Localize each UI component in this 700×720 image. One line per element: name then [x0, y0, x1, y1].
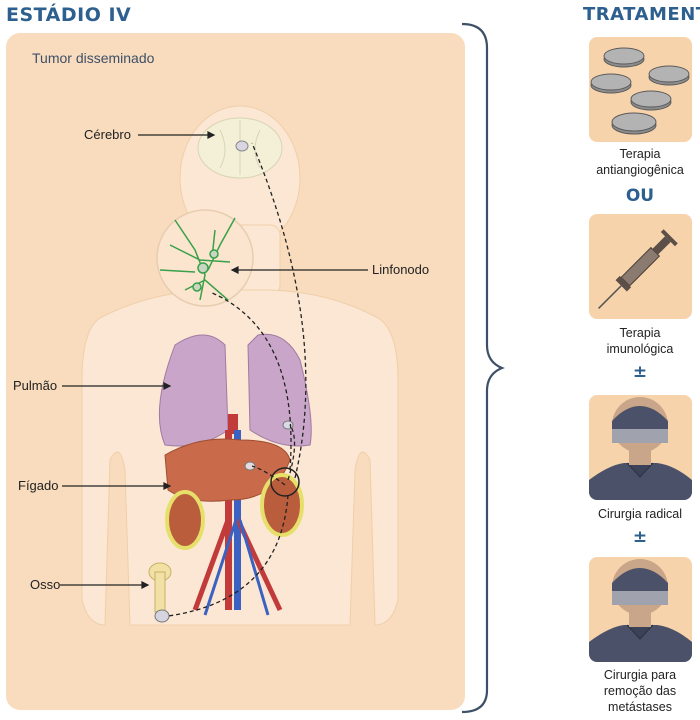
label-liver: Fígado: [18, 478, 59, 493]
vessels: [192, 414, 283, 616]
label-brain: Cérebro: [84, 127, 131, 142]
label-leaders: [60, 131, 368, 589]
treatment-label-3: Cirurgia radical: [597, 507, 683, 521]
brain-organ: [197, 117, 283, 179]
separator-or: OU: [625, 186, 655, 206]
label-lymph-node: Linfonodo: [372, 262, 430, 277]
lymph-network: [156, 209, 254, 307]
panel-subtitle: Tumor disseminado: [32, 50, 155, 66]
surgeon-icon: [589, 397, 692, 500]
syringe-icon: [598, 229, 678, 309]
separator-plus-minus-2: ±: [632, 527, 648, 547]
pills-icon: [590, 47, 690, 135]
surgeon-icon: [589, 559, 692, 662]
treatment-title: TRATAMENTO: [583, 4, 700, 25]
label-bone: Osso: [30, 577, 61, 592]
treatment-tile-immunotherapy: [589, 214, 692, 319]
grouping-brace: [461, 22, 505, 714]
liver-organ: [164, 438, 291, 502]
label-lung: Pulmão: [13, 378, 58, 393]
treatment-tile-metastasis-surgery: [589, 557, 692, 662]
bone-organ: [148, 562, 172, 623]
treatment-label-2: Terapia imunológica: [606, 326, 674, 356]
kidneys-organ: [165, 467, 304, 550]
lungs-organ: [158, 333, 312, 447]
treatment-label-1: Terapia antiangiogênica: [596, 147, 684, 177]
treatment-label-4: Cirurgia para remoção das metástases: [603, 668, 677, 714]
treatment-tile-antiangiogenic: [589, 37, 692, 142]
separator-plus-minus-1: ±: [632, 362, 648, 382]
treatment-tile-radical-surgery: [589, 395, 692, 500]
metastasis-paths: [167, 142, 307, 617]
stage-title: ESTÁDIO IV: [6, 4, 132, 26]
